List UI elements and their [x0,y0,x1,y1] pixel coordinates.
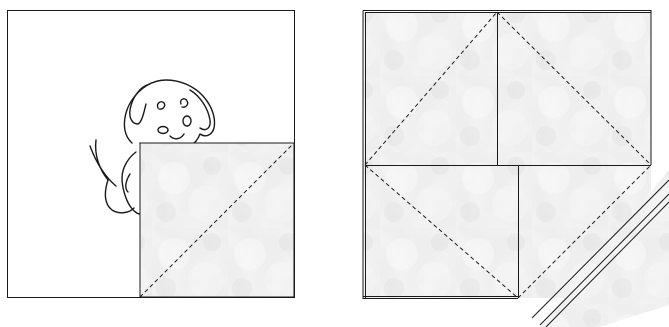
right-panel [363,11,669,327]
left-panel [8,11,295,298]
left-paper-square [140,143,294,297]
